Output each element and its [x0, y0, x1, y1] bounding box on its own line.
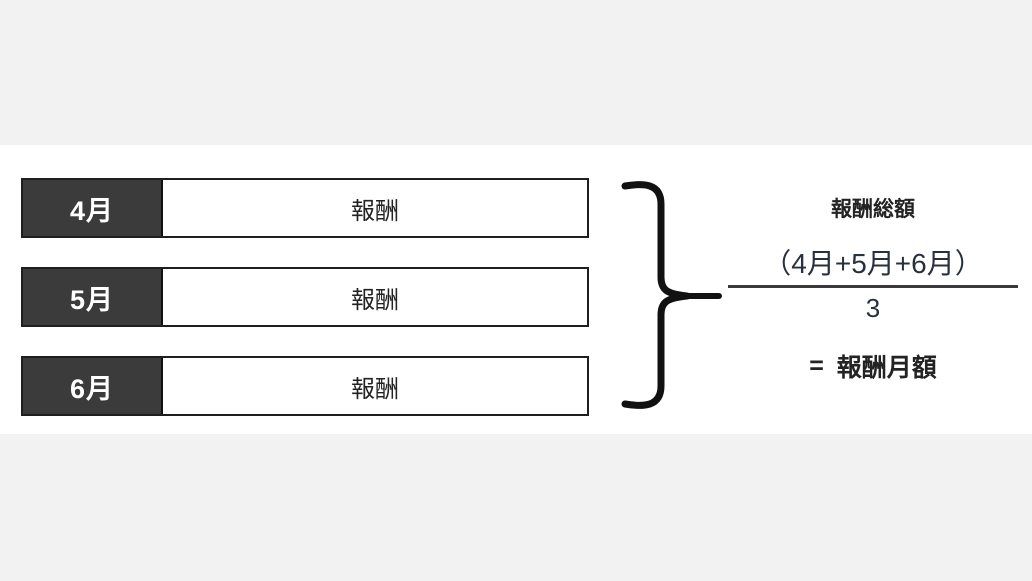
remuneration-box: 報酬	[351, 286, 399, 314]
remuneration-box: 報酬	[351, 197, 399, 225]
formula-result: 報酬月額	[836, 354, 937, 382]
bottom-gray-band	[0, 434, 1032, 581]
fraction-numerator: （4月+5月+6月）	[763, 248, 983, 279]
fraction-denominator: 3	[865, 293, 881, 323]
month-label: 6月	[23, 358, 163, 414]
equals-sign: =	[809, 351, 824, 380]
fraction-bar	[728, 285, 1018, 288]
month-label: 5月	[23, 269, 163, 325]
formula-block: 報酬総額 （4月+5月+6月） 3 = 報酬月額	[728, 196, 1018, 384]
formula-title: 報酬総額	[831, 198, 915, 221]
month-label: 4月	[23, 180, 163, 236]
top-gray-band	[0, 0, 1032, 145]
formula-result-line: = 報酬月額	[728, 348, 1018, 384]
curly-brace-icon	[621, 181, 722, 409]
month-rows: 4月 報酬 5月 報酬 6月 報酬	[21, 178, 589, 416]
month-row-june: 6月 報酬	[21, 356, 589, 416]
remuneration-box: 報酬	[351, 375, 399, 403]
month-row-april: 4月 報酬	[21, 178, 589, 238]
month-row-may: 5月 報酬	[21, 267, 589, 327]
